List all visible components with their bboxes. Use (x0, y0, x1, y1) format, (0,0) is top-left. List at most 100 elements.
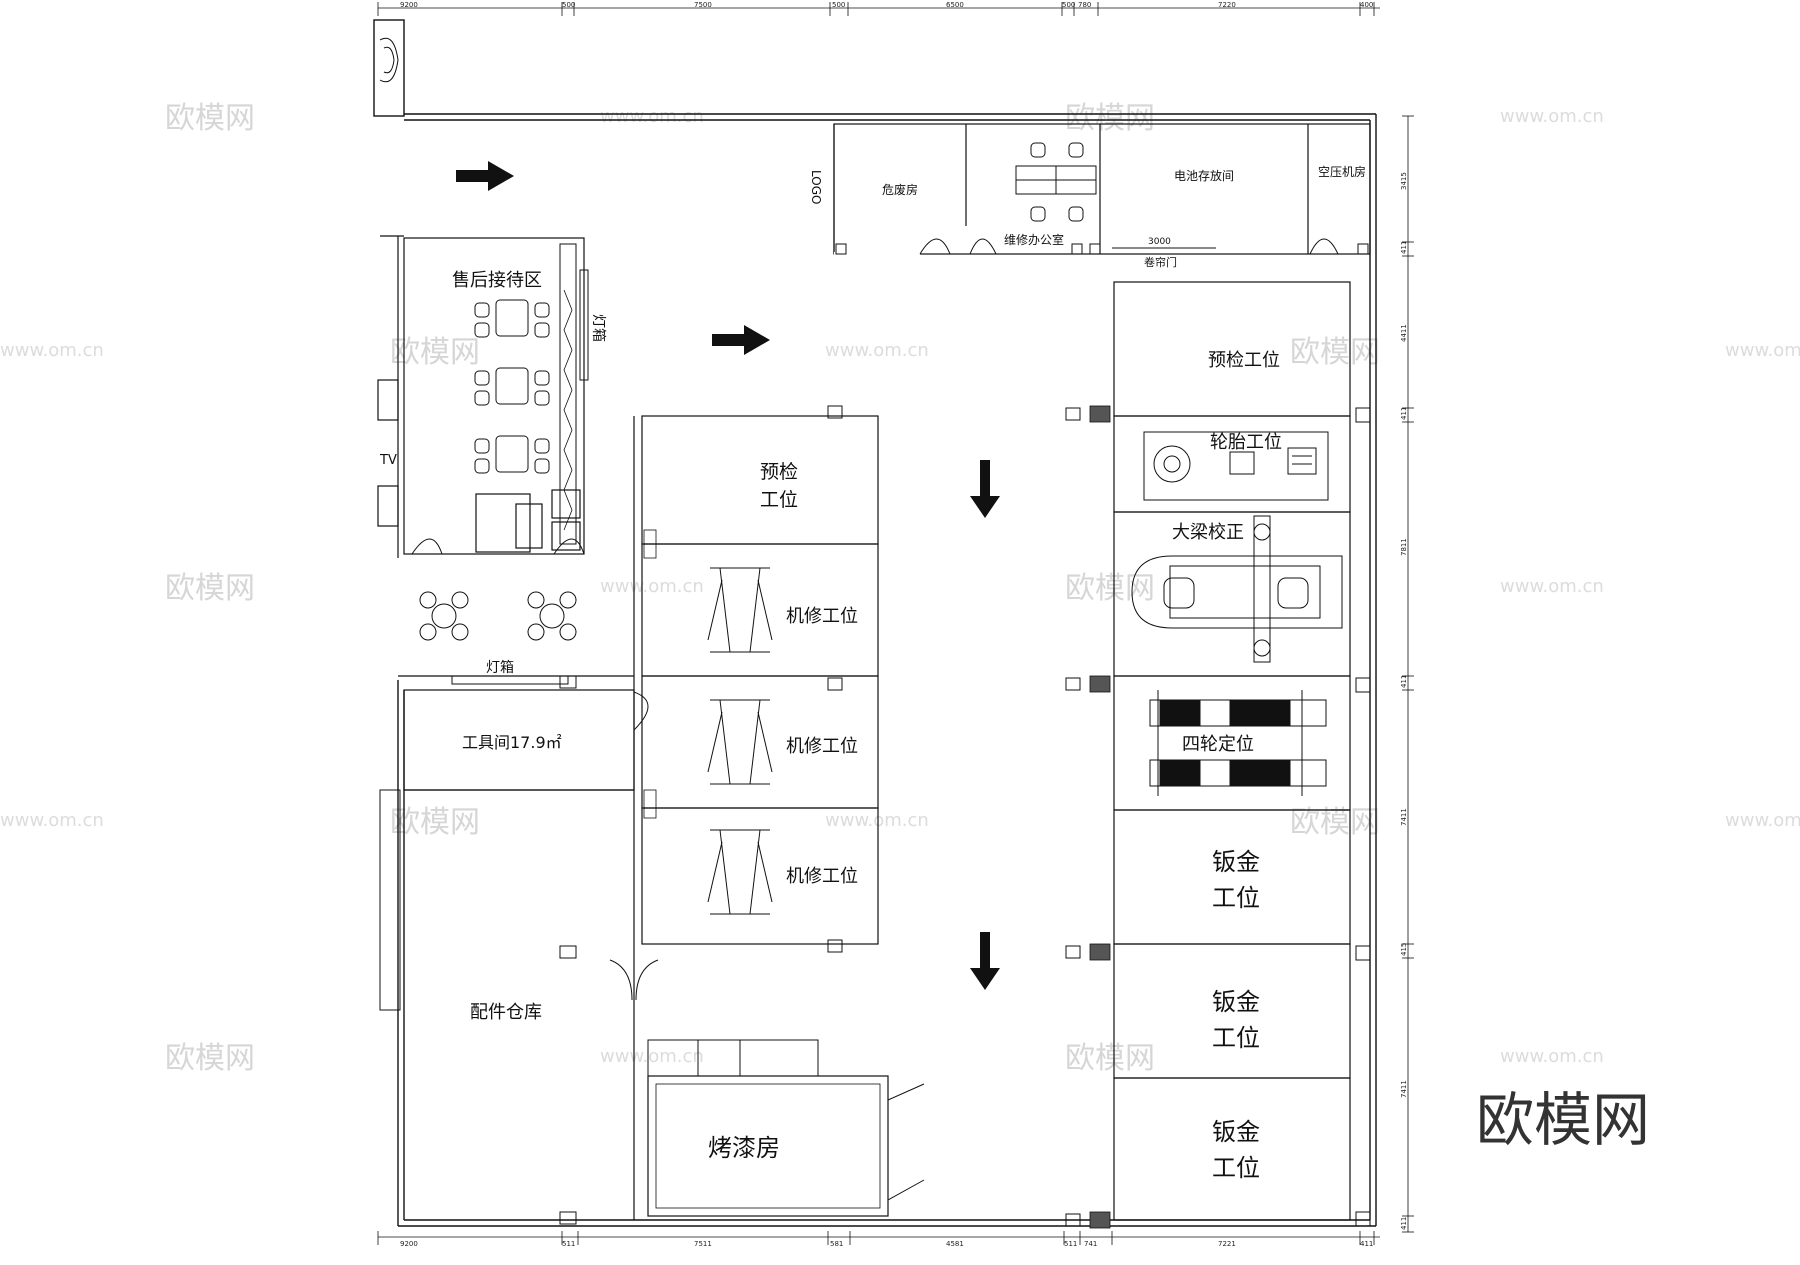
alignment-rack (1149, 690, 1327, 796)
paint-booth (647, 1039, 925, 1217)
room-label-battery: 电池存放间 (1174, 168, 1234, 183)
dimension-label: 9200 (400, 1240, 418, 1248)
watermark-url: www.om.cn (825, 340, 929, 361)
reception-labels: 售后接待区 灯箱 灯箱 TV (379, 270, 606, 676)
dimension-label: 7220 (1218, 1, 1236, 9)
dimension-label: 411 (1360, 1240, 1373, 1248)
watermark-text: 欧模网 (165, 101, 255, 136)
left-bays (633, 405, 879, 953)
logo-label: LOGO (809, 170, 823, 204)
watermark-url: www.om.cn (600, 106, 704, 127)
dimension-top (377, 2, 1380, 16)
dimension-label: 411 (1400, 241, 1408, 254)
dimension-label: 4581 (946, 1240, 964, 1248)
room-label-shutter: 卷帘门 (1144, 255, 1177, 269)
watermark-text: 欧模网 (1290, 805, 1380, 840)
station-label-tire: 轮胎工位 (1210, 432, 1282, 453)
dimension-label: 7811 (1400, 538, 1408, 556)
arrow-right-icon (712, 325, 770, 355)
watermark-text: 欧模网 (165, 1041, 255, 1076)
dimension-label: 400 (1360, 1, 1373, 9)
dimension-label: 7411 (1400, 808, 1408, 826)
watermark-url: www.om.cn (0, 810, 104, 831)
watermark-text: 欧模网 (1065, 1041, 1155, 1076)
dimension-label: 741 (1084, 1240, 1097, 1248)
dimension-label: 500 (562, 1, 575, 9)
watermark-text: 欧模网 (390, 805, 480, 840)
right-bay-labels: 预检工位 轮胎工位 大梁校正 四轮定位 钣金 工位 钣金 工位 钣金 工位 (1172, 350, 1282, 1182)
reception-tables (474, 299, 550, 474)
watermark-text: 欧模网 (1065, 101, 1155, 136)
station-label-frame: 大梁校正 (1172, 522, 1244, 543)
watermark-url: www.om.cn (1500, 576, 1604, 597)
watermark-text: 欧模网 (165, 571, 255, 606)
station-label-sheet-metal: 钣金 (1212, 848, 1260, 876)
dimension-label: 500 (832, 1, 845, 9)
lift-symbols (707, 567, 773, 915)
dimension-label: 581 (830, 1240, 843, 1248)
dimension-label: 7221 (1218, 1240, 1236, 1248)
room-label-paint: 烤漆房 (708, 1134, 780, 1162)
station-label-repair: 机修工位 (786, 606, 858, 627)
dimension-right (1402, 115, 1414, 1233)
watermark-url: www.om.cn (1500, 1046, 1604, 1067)
watermark-layer: 欧模网 欧模网 欧模网 欧模网 欧模网 欧模网 欧模网 欧模网 欧模网 欧模网 … (0, 101, 1800, 1076)
top-service-rooms (833, 123, 1371, 256)
room-label-reception: 售后接待区 (452, 270, 542, 291)
dimension-label: 411 (1400, 675, 1408, 688)
shutter-width: 3000 (1148, 237, 1171, 247)
dimension-label: 500 (1062, 1, 1075, 9)
dimension-bottom (377, 1231, 1380, 1245)
dimension-label: 411 (1400, 1217, 1408, 1230)
paint-labels: 烤漆房 (708, 1134, 780, 1162)
room-label-office: 维修办公室 (1004, 232, 1064, 247)
station-label-sheet-metal: 工位 (1212, 1024, 1260, 1052)
watermark-text: 欧模网 (390, 335, 480, 370)
dimension-bottom-labels: 9200 511 7511 581 4581 511 741 7221 411 (400, 1240, 1373, 1248)
office-furniture (1015, 142, 1097, 222)
watermark-url: www.om.cn (0, 340, 104, 361)
reception-room (377, 235, 589, 558)
watermark-text: 欧模网 (1065, 571, 1155, 606)
dimension-label: 415 (1400, 943, 1408, 956)
dimension-label: 3415 (1400, 172, 1408, 190)
brand-logo-text: 欧模网 (1476, 1086, 1650, 1154)
watermark-url: www.om.cn (600, 1046, 704, 1067)
lightbox-label-horizontal: 灯箱 (486, 660, 514, 676)
station-label-precheck-left: 工位 (760, 489, 798, 511)
tool-parts-labels: 工具间17.9㎡ 配件仓库 (462, 733, 562, 1023)
dimension-label: 7500 (694, 1, 712, 9)
top-room-labels: 危废房 维修办公室 电池存放间 空压机房 卷帘门 3000 LOGO (809, 164, 1366, 269)
watermark-url: www.om.cn (600, 576, 704, 597)
station-label-alignment: 四轮定位 (1182, 734, 1254, 755)
dimension-label: 7511 (694, 1240, 712, 1248)
lightbox-label-vertical: 灯箱 (590, 314, 606, 342)
station-label-repair: 机修工位 (786, 866, 858, 887)
station-label-sheet-metal: 钣金 (1212, 1118, 1260, 1146)
tire-machines (1153, 445, 1317, 483)
station-label-repair: 机修工位 (786, 736, 858, 757)
room-label-hazard: 危废房 (882, 182, 918, 197)
watermark-url: www.om.cn (1725, 810, 1800, 831)
flow-arrows (456, 161, 1000, 990)
dimension-label: 511 (562, 1240, 575, 1248)
dimension-label: 780 (1078, 1, 1091, 9)
watermark-text: 欧模网 (1290, 335, 1380, 370)
dimension-label: 4411 (1400, 324, 1408, 342)
arrow-right-icon (456, 161, 514, 191)
right-bays (1065, 281, 1371, 1229)
arrow-down-icon (970, 932, 1000, 990)
station-label-sheet-metal: 工位 (1212, 1154, 1260, 1182)
left-bay-labels: 预检 工位 机修工位 机修工位 机修工位 (760, 461, 858, 887)
dimension-right-labels: 3415 411 4411 411 7811 411 7411 415 7411… (1400, 172, 1408, 1230)
frame-straightener (1131, 515, 1343, 663)
station-label-precheck-left: 预检 (760, 461, 798, 483)
dimension-label: 6500 (946, 1, 964, 9)
room-label-tools: 工具间17.9㎡ (462, 733, 562, 752)
tv-label: TV (379, 453, 397, 468)
dimension-label: 511 (1064, 1240, 1077, 1248)
watermark-url: www.om.cn (1725, 340, 1800, 361)
dimension-label: 411 (1400, 407, 1408, 420)
room-label-parts: 配件仓库 (470, 1002, 542, 1023)
dimension-label: 9200 (400, 1, 418, 9)
